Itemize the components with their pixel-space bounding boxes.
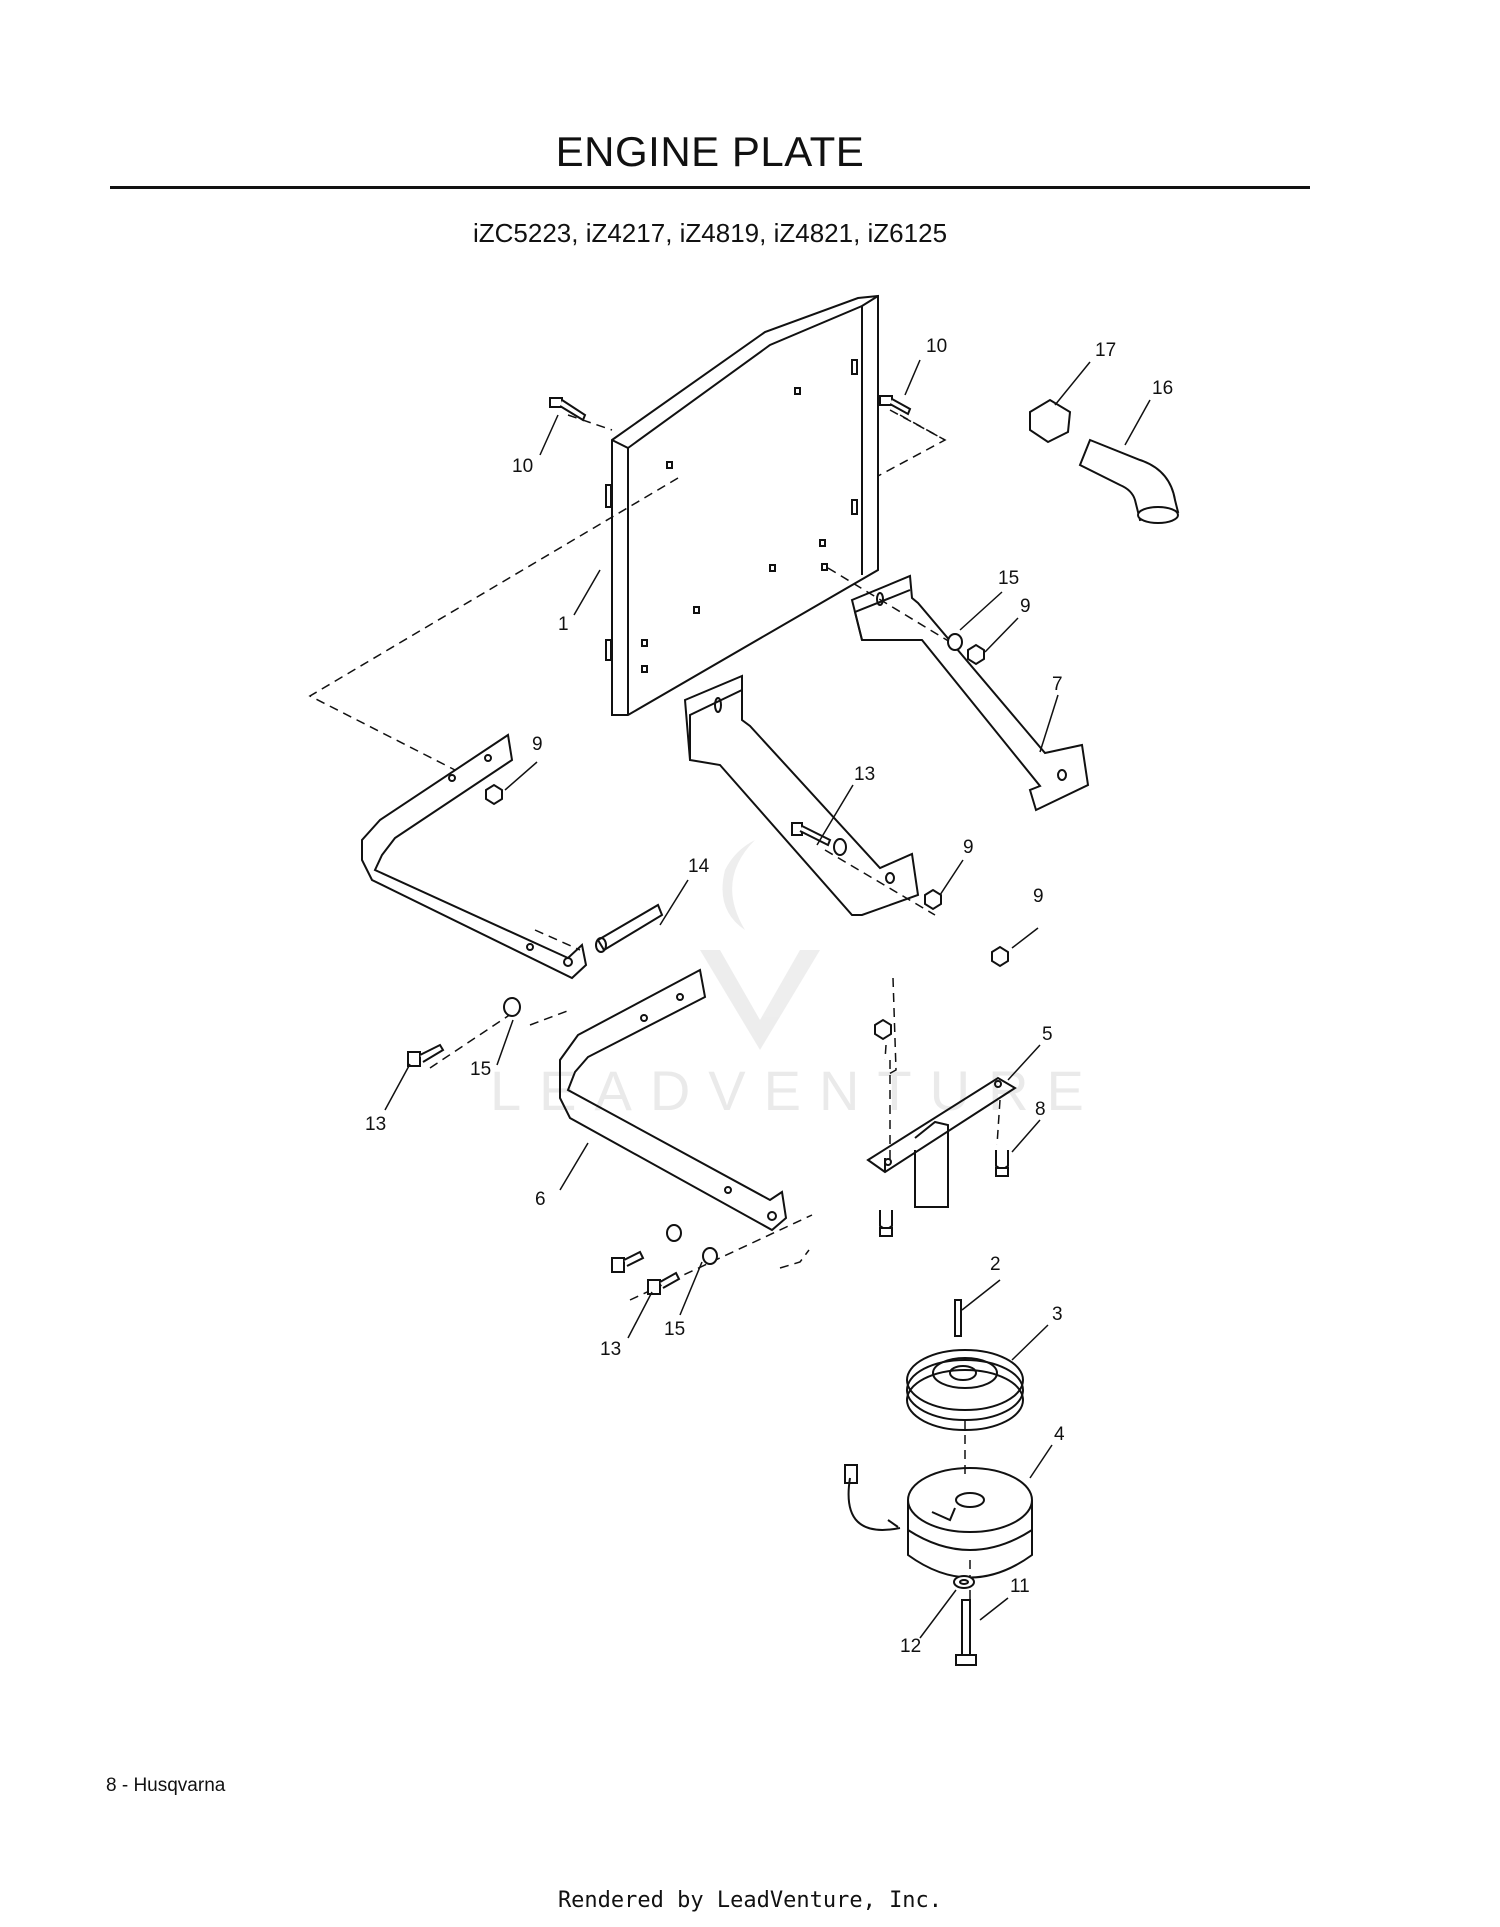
callout-13-arm: 13 [365,1114,386,1135]
callout-7: 7 [1052,674,1063,695]
washer-15-arm [503,997,521,1017]
callout-6: 6 [535,1189,546,1210]
nut-9-upper [967,643,985,666]
bolts-13-lower [611,1250,681,1295]
support-arm-6-part [559,968,788,1232]
callout-9-bracket: 9 [963,837,974,858]
callout-5: 5 [1042,1024,1053,1045]
bolt-10-left [549,397,587,422]
washers-15-lower [666,1224,718,1265]
callout-10-left: 10 [512,456,533,477]
callout-leaders [384,359,1151,1639]
callout-16: 16 [1152,378,1173,399]
callout-10-right: 10 [926,336,947,357]
callout-4: 4 [1054,1424,1065,1445]
nut-9-bracket5 [874,945,1009,1041]
callout-9-bracket5: 9 [1033,886,1044,907]
pulley-3-part [906,1299,1024,1431]
callout-3: 3 [1052,1304,1063,1325]
callout-12: 12 [900,1636,921,1657]
nut-9-arm [485,783,503,806]
callout-13-lower: 13 [600,1339,621,1360]
bracket-13-part [683,674,920,916]
bolt-13-bracket [791,822,832,847]
bolt-11 [955,1599,977,1666]
clutch-4-part [844,1464,1033,1579]
callout-15-lower: 15 [664,1319,685,1340]
engine-plate-part [605,294,879,716]
callout-11: 11 [1010,1576,1030,1597]
watermark-text: LEADVENTURE [490,1059,1102,1122]
bracket-7-part [850,574,1090,812]
washer-12 [953,1575,975,1589]
hardware-fasteners [407,395,1180,1666]
callout-9-arm: 9 [532,734,543,755]
bolt-13-arm [407,1043,445,1067]
page-title: ENGINE PLATE [555,128,865,175]
bracket-5-part [866,1076,1017,1208]
callout-13-bracket: 13 [854,764,875,785]
callout-15-arm: 15 [470,1059,491,1080]
washer-15-upper [947,633,963,651]
callout-15-upper: 15 [998,568,1019,589]
spacer-14-part [595,903,664,953]
bolt-10-right [879,395,912,416]
nut-9-bracket [924,888,942,911]
callout-2: 2 [990,1254,1001,1275]
page-footer-label: 8 - Husqvarna [106,1775,226,1796]
callout-1: 1 [558,614,569,635]
model-list: iZC5223, iZ4217, iZ4819, iZ4821, iZ6125 [472,218,948,248]
support-arm-upper-part [361,733,588,980]
render-credit: Rendered by LeadVenture, Inc. [557,1888,943,1913]
title-divider [110,186,1310,189]
leadventure-watermark: LEADVENTURE [490,840,1102,1122]
callout-8: 8 [1035,1099,1046,1120]
nut-17 [1029,398,1072,444]
bolts-8 [879,1150,1009,1237]
elbow-16 [1078,438,1180,524]
washer-bracket [833,838,847,856]
callout-17: 17 [1095,340,1116,361]
callout-9-upper: 9 [1020,596,1031,617]
callout-14: 14 [688,856,710,877]
